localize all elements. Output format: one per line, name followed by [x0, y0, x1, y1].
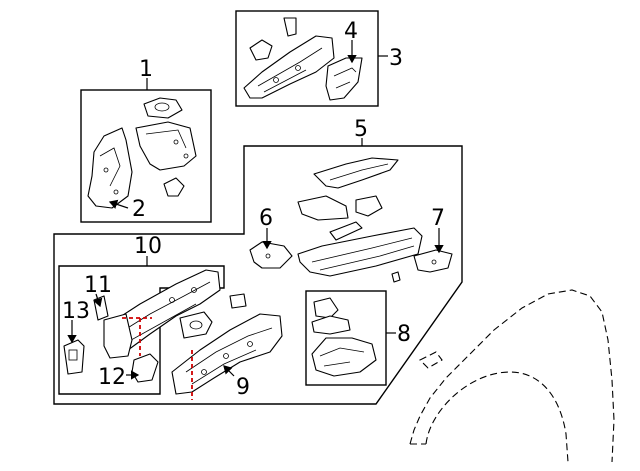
callout-2: 2 — [132, 197, 146, 222]
fender-outline — [409, 289, 615, 463]
callout-4: 4 — [344, 19, 358, 44]
part-9-apron — [171, 313, 283, 395]
group-box-3 — [235, 10, 379, 107]
callout-7: 7 — [431, 206, 445, 231]
cut-lines — [122, 317, 193, 400]
group-box-5 — [53, 145, 463, 405]
callout-13: 13 — [62, 299, 90, 324]
callout-1: 1 — [139, 57, 153, 82]
callout-3: 3 — [389, 46, 403, 71]
callout-6: 6 — [259, 206, 273, 231]
callout-11: 11 — [84, 273, 112, 298]
callout-10: 10 — [134, 234, 162, 259]
callout-12: 12 — [98, 365, 126, 390]
callout-9: 9 — [236, 375, 250, 400]
callout-8: 8 — [397, 322, 411, 347]
leader-lines — [67, 40, 444, 380]
group-box-8 — [305, 290, 387, 386]
group-box-1 — [80, 89, 212, 223]
callout-5: 5 — [354, 117, 368, 142]
